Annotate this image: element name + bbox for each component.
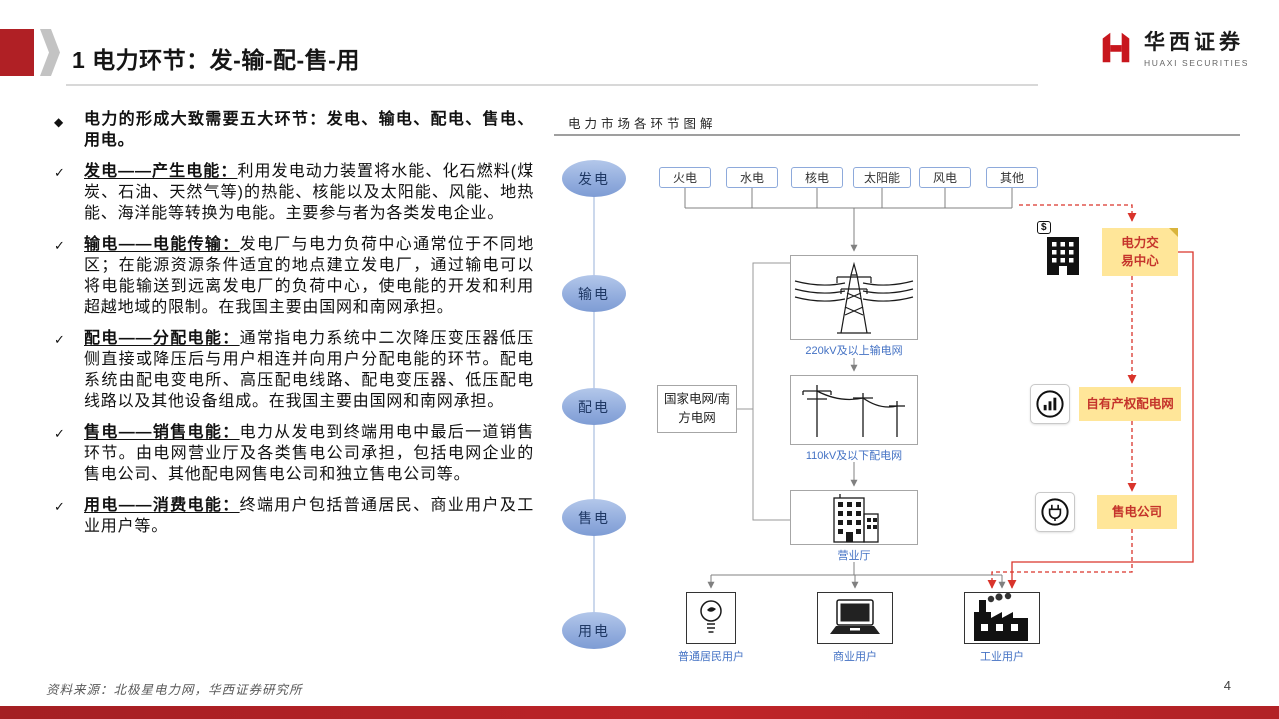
light-bulb-icon bbox=[700, 600, 722, 633]
commercial-user-box bbox=[817, 592, 893, 644]
chart-circle-icon bbox=[1036, 390, 1064, 418]
bullet-lead: 输电——电能传输： bbox=[84, 236, 240, 253]
logo-text-cn: 华西证券 bbox=[1144, 31, 1245, 54]
source-solar: 太阳能 bbox=[853, 167, 911, 188]
bullet-lead: 用电——消费电能： bbox=[84, 497, 240, 514]
logo-text-en: HUAXI SECURITIES bbox=[1144, 58, 1249, 68]
bullet-body: 发电厂与电力负荷中心通常位于不同地区；在能源资源条件适宜的地点建立发电厂，通过输… bbox=[84, 236, 535, 316]
diagram-panel: 电力市场各环节图解 发电 输电 配电 售电 用电 火电 水电 核电 太阳能 风电… bbox=[552, 105, 1252, 685]
stage-generation: 发电 bbox=[562, 160, 626, 197]
trading-center-box: 电力交易中心 bbox=[1102, 228, 1178, 276]
bullet-body: 终端用户包括普通居民、商业用户及工业用户等。 bbox=[84, 497, 535, 535]
bullet-generation: ✓ 发电——产生电能：利用发电动力装置将水能、化石燃料(煤炭、石油、天然气等)的… bbox=[46, 161, 534, 224]
accent-bar bbox=[0, 29, 34, 76]
transmission-network-box bbox=[790, 255, 918, 340]
bottom-bar bbox=[0, 706, 1279, 719]
trading-center-label: 电力交易中心 bbox=[1121, 235, 1159, 268]
source-note: 资料来源：北极星电力网，华西证券研究所 bbox=[46, 683, 303, 697]
source-other: 其他 bbox=[986, 167, 1038, 188]
diamond-marker: ◆ bbox=[54, 115, 65, 129]
transmission-tower-icon bbox=[794, 261, 914, 334]
commercial-user-label: 商业用户 bbox=[833, 651, 877, 663]
retail-company-label: 售电公司 bbox=[1111, 504, 1162, 519]
bullet-lead: 发电——产生电能： bbox=[84, 163, 238, 180]
bullet-body: 通常指电力系统中二次降压变压器低压侧直接或降压后与用户相连并向用户分配电能的环节… bbox=[84, 330, 535, 410]
header-divider bbox=[66, 84, 1038, 86]
bullet-body: 电力从发电到终端用电中最后一道销售环节。由电网营业厅及各类售电公司承担，包括电网… bbox=[84, 424, 535, 483]
retail-company-box: 售电公司 bbox=[1097, 495, 1177, 529]
residential-user-label: 普通居民用户 bbox=[678, 651, 744, 663]
transmission-label: 220kV及以上输电网 bbox=[805, 345, 903, 357]
grid-operator-box: 国家电网/南方电网 bbox=[657, 385, 737, 433]
accent-chevron bbox=[40, 29, 60, 76]
intro-bullet: ◆ 电力的形成大致需要五大环节：发电、输电、配电、售电、用电。 bbox=[46, 109, 534, 151]
distribution-label: 110kV及以下配电网 bbox=[805, 450, 903, 462]
check-marker: ✓ bbox=[54, 426, 66, 441]
bullet-retail: ✓ 售电——销售电能：电力从发电到终端用电中最后一道销售环节。由电网营业厅及各类… bbox=[46, 422, 534, 485]
folded-corner bbox=[1169, 228, 1178, 237]
page-title: 1 电力环节：发-输-配-售-用 bbox=[72, 47, 360, 73]
retail-company-card bbox=[1035, 492, 1075, 532]
check-marker: ✓ bbox=[54, 165, 66, 180]
factory-icon bbox=[974, 593, 1028, 641]
own-grid-box: 自有产权配电网 bbox=[1079, 387, 1181, 421]
laptop-icon bbox=[830, 599, 880, 634]
check-marker: ✓ bbox=[54, 499, 66, 514]
trading-center-icon: $ bbox=[1035, 221, 1089, 277]
bullet-transmission: ✓ 输电——电能传输：发电厂与电力负荷中心通常位于不同地区；在能源资源条件适宜的… bbox=[46, 234, 534, 318]
industrial-user-label: 工业用户 bbox=[980, 651, 1024, 663]
bullet-body: 利用发电动力装置将水能、化石燃料(煤炭、石油、天然气等)的热能、核能以及太阳能、… bbox=[84, 163, 534, 222]
page-number: 4 bbox=[1223, 678, 1231, 693]
industrial-user-box bbox=[964, 592, 1040, 644]
diagram-title: 电力市场各环节图解 bbox=[568, 117, 717, 131]
stage-transmission: 输电 bbox=[562, 275, 626, 312]
residential-user-box bbox=[686, 592, 736, 644]
stage-consumption: 用电 bbox=[562, 612, 626, 649]
hall-label: 营业厅 bbox=[837, 550, 871, 562]
check-marker: ✓ bbox=[54, 238, 66, 253]
intro-text: 电力的形成大致需要五大环节：发电、输电、配电、售电、用电。 bbox=[84, 111, 534, 149]
trading-building-icon bbox=[1047, 237, 1079, 275]
text-column: ◆ 电力的形成大致需要五大环节：发电、输电、配电、售电、用电。 ✓ 发电——产生… bbox=[46, 109, 534, 547]
stage-distribution: 配电 bbox=[562, 388, 626, 425]
check-marker: ✓ bbox=[54, 332, 66, 347]
dollar-sign: $ bbox=[1037, 221, 1051, 234]
source-wind: 风电 bbox=[919, 167, 971, 188]
own-grid-card bbox=[1030, 384, 1070, 424]
bullet-lead: 配电——分配电能： bbox=[84, 330, 240, 347]
service-hall-box bbox=[790, 490, 918, 545]
stage-retail: 售电 bbox=[562, 499, 626, 536]
huaxi-logo: 华西证券 HUAXI SECURITIES bbox=[1097, 26, 1249, 68]
distribution-network-box bbox=[790, 375, 918, 445]
bullet-distribution: ✓ 配电——分配电能：通常指电力系统中二次降压变压器低压侧直接或降压后与用户相连… bbox=[46, 328, 534, 412]
huaxi-logo-icon bbox=[1102, 32, 1130, 63]
distribution-poles-icon bbox=[802, 385, 905, 437]
source-hydro: 水电 bbox=[726, 167, 778, 188]
bullet-lead: 售电——销售电能： bbox=[84, 424, 240, 441]
source-nuclear: 核电 bbox=[791, 167, 843, 188]
bullet-consumption: ✓ 用电——消费电能：终端用户包括普通居民、商业用户及工业用户等。 bbox=[46, 495, 534, 537]
source-thermal: 火电 bbox=[659, 167, 711, 188]
own-grid-label: 自有产权配电网 bbox=[1086, 396, 1174, 411]
service-hall-icon bbox=[833, 493, 879, 543]
power-plug-icon bbox=[1041, 498, 1069, 526]
